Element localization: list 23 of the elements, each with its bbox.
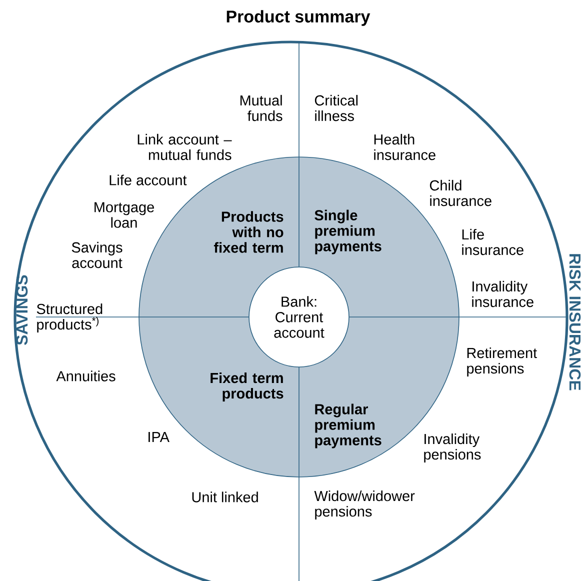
product-label: IPA xyxy=(148,432,170,442)
product-label: Link account – mutual funds xyxy=(138,134,232,160)
product-label: Mortgage loan xyxy=(94,202,154,228)
product-label: Retirement pensions xyxy=(467,347,537,376)
product-label: Life insurance xyxy=(462,228,524,256)
product-label: Widow/widower pensions xyxy=(314,490,415,520)
product-label: Mutual funds xyxy=(240,94,282,122)
product-label: Unit linked xyxy=(192,492,258,502)
title: Product summary xyxy=(226,10,370,26)
quadrant-label: Fixed term products xyxy=(210,372,284,402)
product-label: Life account xyxy=(110,174,187,186)
product-label: Invalidity insurance xyxy=(472,280,534,308)
product-label: Health insurance xyxy=(374,134,436,160)
quadrant-label: Products with no fixed term xyxy=(214,211,284,253)
category-label: RISK INSURANCE xyxy=(569,254,581,390)
product-label: Annuities xyxy=(56,370,116,382)
product-label: Savings account xyxy=(72,242,122,268)
quadrant-label: Regular premium payments xyxy=(315,404,382,448)
product-label: Invalidity pensions xyxy=(424,433,481,462)
product-label: Critical illness xyxy=(314,94,358,122)
product-label: Structured products$^{*)}$ xyxy=(36,304,102,332)
quadrant-label: Single premium payments xyxy=(314,210,382,254)
product-label: Child insurance xyxy=(430,180,492,206)
